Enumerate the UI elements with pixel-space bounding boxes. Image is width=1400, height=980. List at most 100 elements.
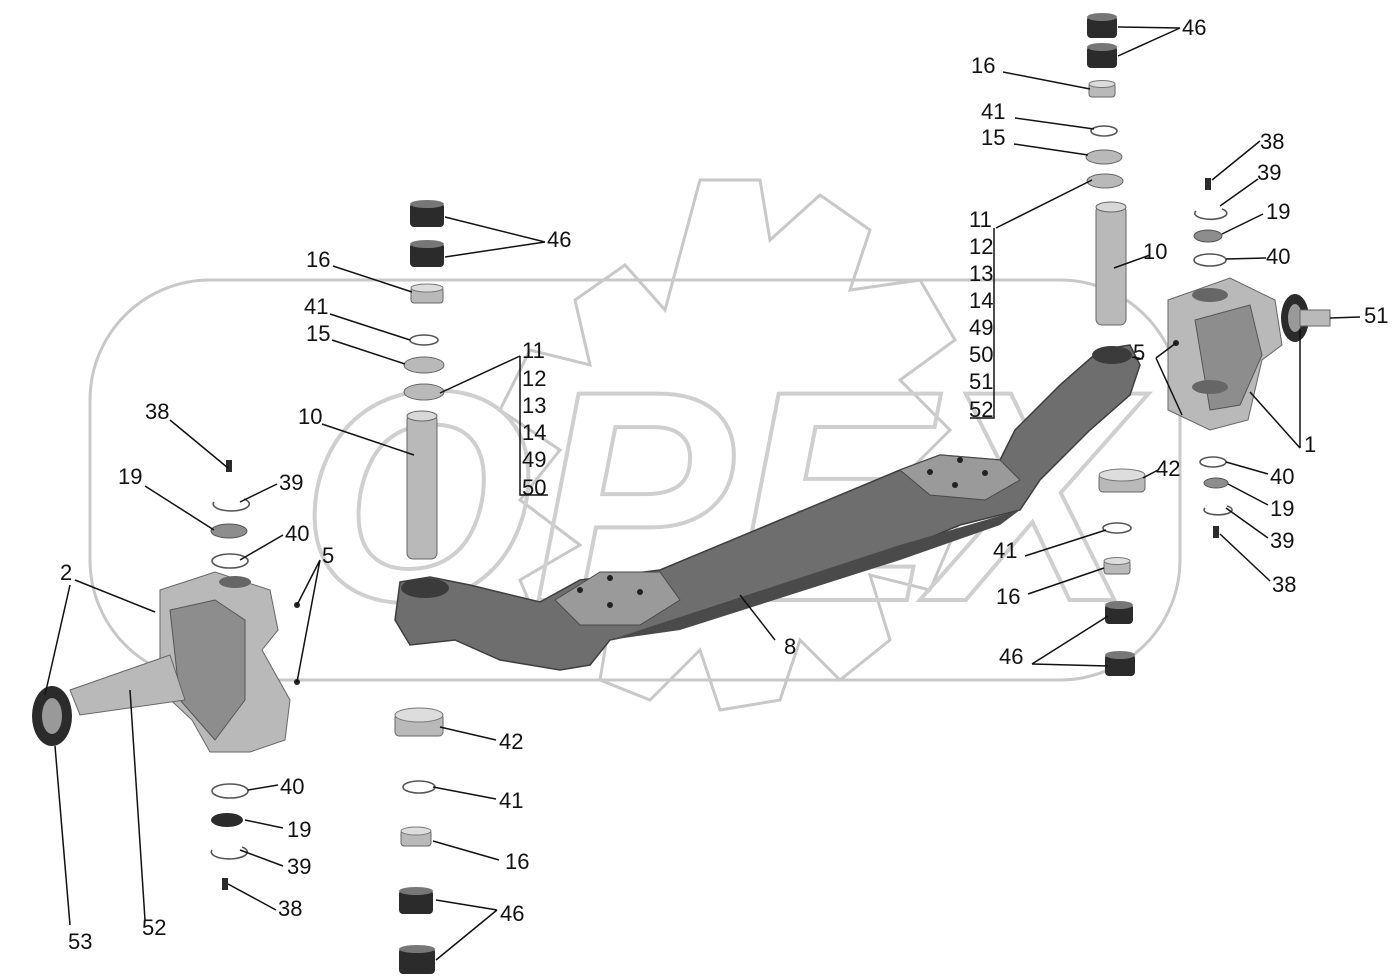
grease-fitting-38	[1205, 178, 1211, 190]
right-lower-parts	[1098, 456, 1233, 676]
left-lower-parts	[210, 707, 444, 974]
leader-lines	[44, 26, 1361, 961]
label-46: 46	[999, 644, 1023, 669]
label-38: 38	[145, 399, 169, 424]
label-8: 8	[784, 634, 796, 659]
needle-bearing-46-lower-b	[1105, 651, 1135, 676]
label-19: 19	[1266, 199, 1290, 224]
label-15: 15	[981, 125, 1005, 150]
label-46: 46	[547, 227, 571, 252]
label-53: 53	[68, 929, 92, 954]
ring-41	[1090, 125, 1118, 137]
label-19: 19	[1270, 496, 1294, 521]
label-5: 5	[322, 543, 334, 568]
needle-bearing-46-left-a	[410, 200, 444, 227]
label-16: 16	[996, 584, 1020, 609]
needle-bearing-46-a	[1087, 13, 1117, 38]
label-1: 1	[1304, 432, 1316, 457]
king-pin-10	[1095, 201, 1127, 326]
cover-19-left-lower	[211, 813, 243, 827]
washer-11	[1086, 173, 1124, 189]
grease-fitting-38-lower	[1213, 526, 1219, 538]
needle-bearing-46-left-lower-a	[399, 887, 433, 914]
label-10: 10	[298, 404, 322, 429]
label-39: 39	[279, 470, 303, 495]
ring-41-left-lower	[402, 780, 436, 794]
label-19: 19	[287, 817, 311, 842]
bushing-16-left	[410, 283, 444, 304]
label-13: 13	[522, 393, 546, 418]
label-50: 50	[522, 475, 546, 500]
label-41: 41	[499, 788, 523, 813]
label-14: 14	[969, 288, 993, 313]
label-38: 38	[1272, 572, 1296, 597]
label-46: 46	[1182, 15, 1206, 40]
oil-seal-53	[32, 686, 72, 746]
steering-knuckle-right	[1167, 277, 1331, 431]
label-12: 12	[522, 366, 546, 391]
snap-ring-39-lower	[1203, 505, 1233, 516]
label-52: 52	[142, 915, 166, 940]
bushing-16-lower	[1103, 557, 1131, 575]
ring-40	[1193, 253, 1227, 267]
callout-labels: 46 16 41 15 11 12 13 14 49 50 51 52 10 3…	[60, 15, 1388, 954]
label-16: 16	[306, 247, 330, 272]
label-40: 40	[1266, 244, 1290, 269]
label-12: 12	[969, 234, 993, 259]
steering-knuckle-left	[32, 571, 291, 753]
snap-ring-39	[1194, 208, 1228, 221]
label-42: 42	[499, 729, 523, 754]
king-pin-10-left	[406, 410, 438, 560]
ring-40-left-lower	[211, 783, 249, 799]
label-42: 42	[1156, 456, 1180, 481]
label-16: 16	[505, 849, 529, 874]
label-49: 49	[522, 447, 546, 472]
bushing-16-left-lower	[400, 826, 432, 847]
ring-41-lower	[1102, 522, 1132, 534]
label-14: 14	[522, 420, 546, 445]
label-46: 46	[500, 901, 524, 926]
label-39: 39	[1257, 160, 1281, 185]
grease-fitting-38-left	[226, 460, 232, 472]
bushing-16	[1088, 80, 1116, 98]
label-40: 40	[1270, 464, 1294, 489]
label-11: 11	[969, 207, 992, 232]
label-19: 19	[118, 464, 142, 489]
oil-seal-51	[1281, 294, 1331, 342]
label-10: 10	[1143, 239, 1167, 264]
label-41: 41	[304, 294, 328, 319]
needle-bearing-46-b	[1087, 43, 1117, 68]
washer-15	[1085, 149, 1123, 165]
label-38: 38	[278, 896, 302, 921]
thrust-bearing-42	[1098, 468, 1146, 493]
needle-bearing-46-lower-a	[1105, 601, 1133, 624]
needle-bearing-46-left-lower-b	[399, 945, 435, 974]
label-40: 40	[285, 521, 309, 546]
label-16: 16	[971, 53, 995, 78]
cover-19	[1193, 229, 1223, 243]
label-11: 11	[522, 338, 545, 363]
snap-ring-39-left-lower	[210, 846, 249, 860]
label-5: 5	[1133, 340, 1145, 365]
label-15: 15	[306, 321, 330, 346]
label-40: 40	[280, 774, 304, 799]
ring-40-lower	[1199, 456, 1227, 468]
label-50: 50	[969, 342, 993, 367]
cover-19-lower	[1203, 477, 1229, 489]
label-41: 41	[993, 538, 1017, 563]
label-13: 13	[969, 261, 993, 286]
label-39: 39	[287, 854, 311, 879]
grease-fitting-38-left-lower	[222, 878, 228, 890]
label-39: 39	[1270, 528, 1294, 553]
label-52: 52	[969, 397, 993, 422]
right-stack-parts	[1085, 13, 1228, 326]
label-41: 41	[981, 99, 1005, 124]
washer-15-left	[403, 356, 445, 374]
axle-beam-8	[394, 340, 1179, 671]
snap-ring-39-left	[212, 498, 251, 512]
ring-40-left	[211, 553, 249, 569]
thrust-bearing-42-left	[394, 707, 444, 737]
washer-11-left	[403, 383, 445, 401]
needle-bearing-46-left-b	[410, 240, 444, 267]
